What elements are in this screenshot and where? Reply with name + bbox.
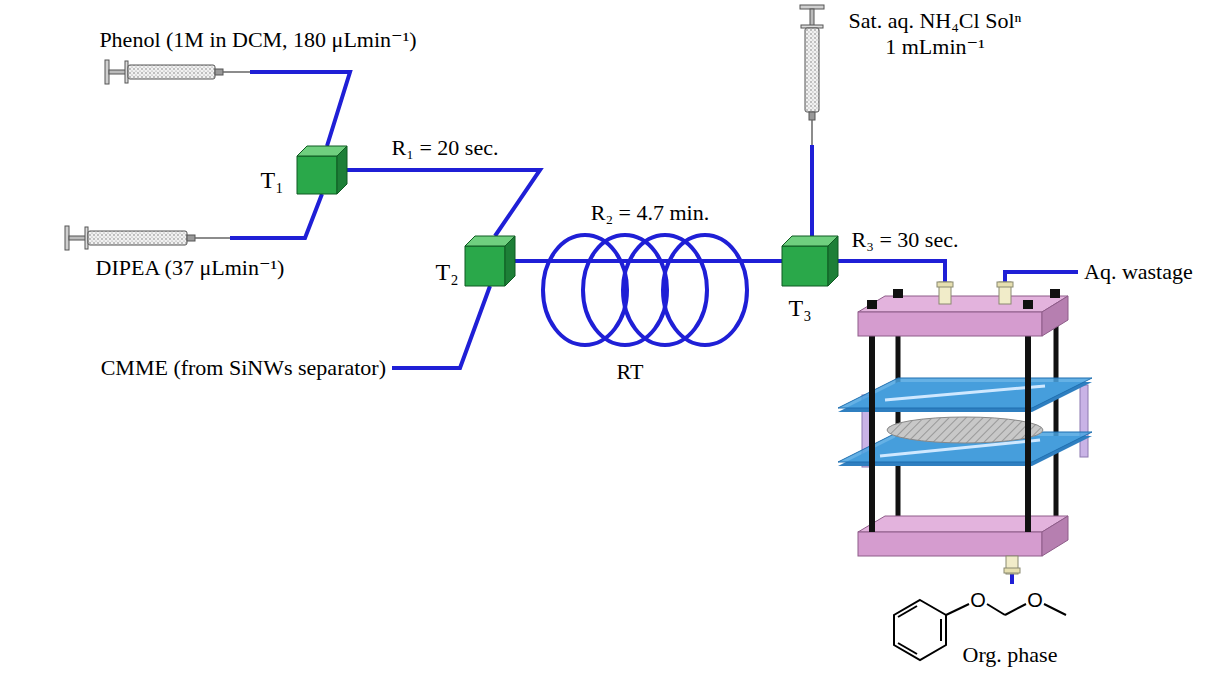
tee-mixer: T₃ xyxy=(782,236,838,286)
tee-cube xyxy=(465,236,515,286)
reagent-label: Phenol (1M in DCM, 180 μLmin⁻¹) xyxy=(99,27,416,53)
node-shape xyxy=(782,236,838,286)
tubing-connector xyxy=(347,170,540,236)
residence-time-label: R₂ = 4.7 min. xyxy=(588,200,712,226)
temperature-label: RT xyxy=(617,359,644,385)
tee-label: T₃ xyxy=(788,294,811,323)
syringe-body xyxy=(800,5,824,145)
syringe-pump: Sat. aq. NH₄Cl Solⁿ 1 mLmin⁻¹ xyxy=(800,5,824,145)
reagent-label: DIPEA (37 μLmin⁻¹) xyxy=(96,255,285,281)
tubing-connector xyxy=(515,259,782,263)
tee-mixer: T₁ xyxy=(297,146,347,194)
syringe-pump: DIPEA (37 μLmin⁻¹) xyxy=(65,226,230,250)
feed-label: CMME (from SiNWs separator) xyxy=(101,355,386,381)
node-shape xyxy=(65,226,230,250)
outlet-label: Org. phase xyxy=(963,642,1058,668)
node-shape xyxy=(800,5,824,145)
tubing-connector xyxy=(230,194,322,238)
residence-time-label: R₃ = 30 sec. xyxy=(852,227,959,253)
atom-label: O xyxy=(970,588,986,612)
tee-label: T₁ xyxy=(260,166,283,195)
reagent-label: Sat. aq. NH₄Cl Solⁿ 1 mLmin⁻¹ xyxy=(846,8,1025,61)
tee-mixer: T₂ xyxy=(465,236,515,286)
syringe-body xyxy=(65,226,230,250)
atom-label: O xyxy=(1027,588,1043,612)
node-shape xyxy=(297,146,347,194)
syringe-pump: Phenol (1M in DCM, 180 μLmin⁻¹) xyxy=(105,60,250,84)
tubing xyxy=(392,261,1078,584)
node-shape xyxy=(105,60,250,84)
tee-cube xyxy=(782,236,838,286)
membrane-separator xyxy=(838,282,1092,574)
tubing-connector xyxy=(810,145,814,236)
node-shape xyxy=(465,236,515,286)
reactor-coil xyxy=(543,235,747,345)
tubing-connector xyxy=(250,72,350,146)
outlet-label: Aq. wastage xyxy=(1084,259,1193,285)
tee-cube xyxy=(297,146,347,194)
syringe-body xyxy=(105,60,250,84)
tee-label: T₂ xyxy=(435,258,458,287)
residence-time-label: R₁ = 20 sec. xyxy=(389,135,502,161)
